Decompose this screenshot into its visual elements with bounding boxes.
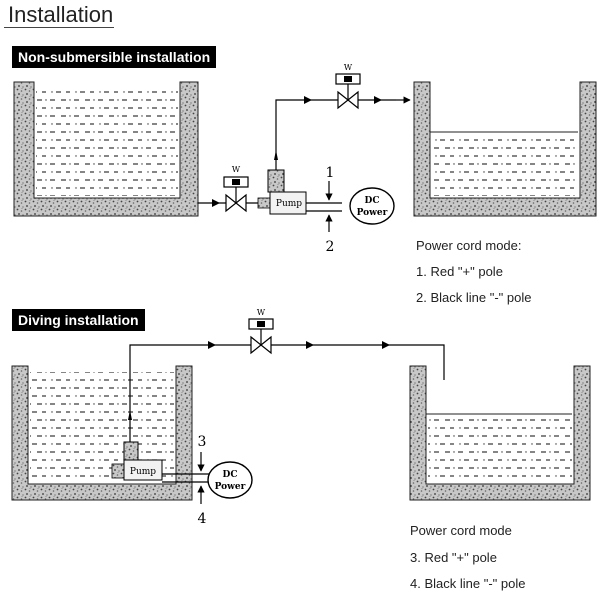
bottom-marker-3: 3 bbox=[198, 434, 207, 450]
top-source-water bbox=[36, 88, 178, 196]
top-inlet-valve-label: W bbox=[232, 165, 241, 174]
top-source-tank bbox=[13, 81, 199, 217]
non-submersible-heading: Non-submersible installation bbox=[12, 46, 217, 68]
top-cord-item-1: 1. Red "+" pole bbox=[416, 264, 503, 279]
bottom-flow-arrow-3 bbox=[306, 341, 314, 349]
bottom-target-water bbox=[428, 418, 572, 482]
bottom-cord-title: Power cord mode bbox=[410, 523, 512, 538]
top-flow-arrow-1 bbox=[212, 199, 220, 207]
top-power-wires: 1 2 bbox=[306, 165, 342, 255]
bottom-flow-arrow-4 bbox=[382, 341, 390, 349]
top-target-water bbox=[432, 136, 578, 196]
top-flow-arrow-4 bbox=[374, 96, 382, 104]
top-marker-2: 2 bbox=[326, 239, 335, 255]
top-outlet-pipe bbox=[275, 99, 396, 170]
top-flow-arrow-3 bbox=[304, 96, 312, 104]
bottom-pump-label: Pump bbox=[130, 467, 156, 477]
top-cord-item-2: 2. Black line "-" pole bbox=[416, 290, 532, 305]
top-inlet-valve: W bbox=[223, 165, 249, 213]
bottom-pump: Pump bbox=[111, 441, 163, 481]
bottom-valve-label: W bbox=[257, 308, 266, 317]
top-dc-power: DC Power bbox=[349, 187, 395, 225]
bottom-dc-label: DC bbox=[223, 470, 238, 480]
bottom-power-label: Power bbox=[215, 482, 246, 492]
top-dc-label: DC bbox=[365, 196, 380, 206]
top-cord-title: Power cord mode: bbox=[416, 238, 522, 253]
bottom-flow-arrow-2 bbox=[208, 341, 216, 349]
bottom-source-tank bbox=[11, 365, 193, 501]
bottom-outlet-valve: W bbox=[248, 308, 274, 355]
top-outlet-valve-label: W bbox=[344, 63, 353, 72]
top-outlet-valve: W bbox=[335, 63, 361, 110]
diving-heading: Diving installation bbox=[12, 309, 145, 331]
bottom-cord-item-4: 4. Black line "-" pole bbox=[410, 576, 526, 591]
bottom-target-tank bbox=[409, 365, 591, 501]
top-connector bbox=[257, 197, 271, 209]
bottom-cord-item-3: 3. Red "+" pole bbox=[410, 550, 497, 565]
bottom-marker-4: 4 bbox=[198, 511, 207, 527]
page-title: Installation bbox=[8, 2, 114, 27]
bottom-flow-arrow-1 bbox=[128, 410, 132, 420]
bottom-outlet-pipe bbox=[129, 344, 410, 442]
title-underline bbox=[4, 27, 114, 28]
bottom-dc-power: DC Power bbox=[207, 461, 253, 499]
top-pump-label: Pump bbox=[276, 199, 302, 209]
top-flow-arrow-2 bbox=[274, 150, 278, 160]
top-power-label: Power bbox=[357, 208, 388, 218]
top-target-tank bbox=[413, 81, 597, 217]
top-marker-1: 1 bbox=[326, 165, 335, 181]
top-pump: Pump bbox=[267, 169, 307, 215]
bottom-power-wires: 3 4 bbox=[162, 434, 212, 527]
